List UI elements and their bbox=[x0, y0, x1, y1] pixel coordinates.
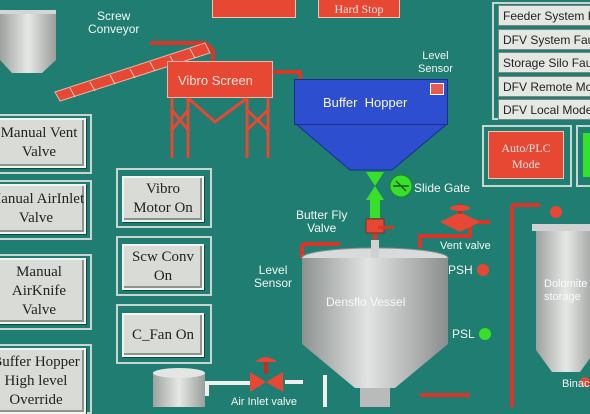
level-sensor-side-label: Level Sensor bbox=[254, 263, 293, 290]
buffer-hopper[interactable] bbox=[294, 79, 448, 125]
butterfly-valve-label: Butter Fly Valve bbox=[296, 208, 348, 235]
auto-plc-mode-button[interactable]: Auto/PLC Mode bbox=[488, 131, 564, 179]
screw-conveyor-label: Screw Conveyor bbox=[88, 9, 140, 36]
status-dfv-local-mode: DFV Local Mode bbox=[498, 99, 590, 120]
status-dfv-remote-mode: DFV Remote Mode bbox=[498, 76, 590, 97]
manual-vent-valve-button[interactable]: Manual Vent Valve bbox=[0, 118, 86, 168]
manual-airknife-valve-button[interactable]: Manual AirKnife Valve bbox=[0, 258, 86, 324]
left-button-frame bbox=[0, 180, 92, 240]
vibro-screen[interactable] bbox=[167, 61, 273, 98]
status-button-frame bbox=[116, 168, 212, 228]
mode-frame-right bbox=[576, 125, 590, 187]
buffer-hopper-override-button[interactable]: Buffer Hopper High level Override bbox=[0, 348, 86, 414]
slide-gate-label: Slide Gate bbox=[414, 181, 471, 195]
psh-label: PSH bbox=[448, 263, 473, 277]
dolomite-storage-label: Dolomite storage bbox=[544, 278, 588, 303]
left-button-frame bbox=[0, 114, 92, 174]
vibro-motor-on-button[interactable]: Vibro Motor On bbox=[122, 176, 204, 222]
status-button-frame bbox=[116, 236, 212, 296]
psl-label: PSL bbox=[452, 327, 475, 341]
vent-valve-label: Vent valve bbox=[440, 240, 491, 252]
vibro-screen-label: Vibro Screen bbox=[178, 73, 253, 88]
fault-feeder-system: Feeder System Fault bbox=[498, 5, 590, 26]
hard-stop-button[interactable]: Hard Stop bbox=[318, 0, 400, 18]
mode-frame bbox=[482, 125, 572, 187]
scw-conv-on-button[interactable]: Scw Conv On bbox=[122, 244, 204, 290]
air-inlet-valve-label: Air Inlet valve bbox=[231, 396, 298, 408]
top-red-button[interactable] bbox=[212, 0, 296, 18]
left-button-frame bbox=[0, 254, 92, 330]
binac-label: Binac bbox=[562, 378, 590, 390]
fault-dfv-system: DFV System Fault bbox=[498, 29, 590, 50]
mode-green-indicator[interactable] bbox=[583, 133, 590, 177]
vessel-label: Densflo Vessel bbox=[326, 295, 406, 309]
buffer-hopper-label: Buffer Hopper bbox=[323, 95, 408, 110]
fault-storage-silo: Storage Silo Fault bbox=[498, 52, 590, 73]
c-fan-on-button[interactable]: C_Fan On bbox=[122, 313, 204, 357]
level-sensor-box bbox=[430, 83, 444, 95]
level-sensor-top-label: Level Sensor bbox=[418, 50, 453, 75]
manual-airinlet-valve-button[interactable]: Manual AirInlet Valve bbox=[0, 184, 86, 234]
status-button-frame bbox=[116, 304, 212, 364]
